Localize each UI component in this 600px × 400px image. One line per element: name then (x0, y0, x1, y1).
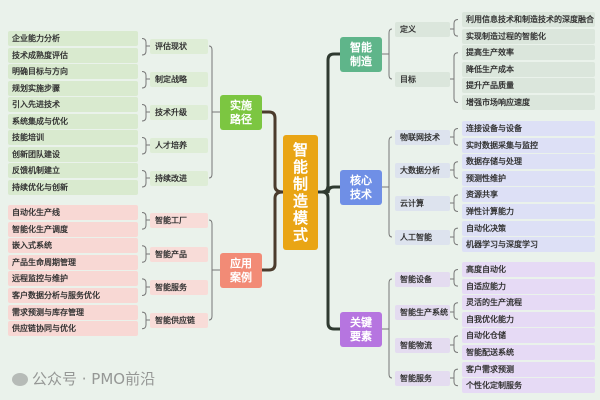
subtopic-node[interactable]: 智能服务 (395, 370, 450, 386)
trunk-connector (318, 52, 340, 194)
bracket-line (141, 38, 147, 56)
leaf-node[interactable]: 数据存储与处理 (462, 154, 595, 170)
bracket-line (453, 19, 459, 37)
bracket-line (453, 368, 459, 387)
leaf-node[interactable]: 自我优化能力 (462, 311, 595, 327)
leaf-node[interactable]: 技术成熟度评估 (8, 47, 138, 63)
bracket-line (141, 104, 147, 122)
bracket-line (388, 136, 393, 238)
subtopic-node[interactable]: 物联网技术 (395, 129, 450, 145)
leaf-node[interactable]: 个性化定制服务 (462, 378, 595, 394)
subtopic-node[interactable]: 制定战略 (150, 71, 208, 87)
leaf-node[interactable]: 反馈机制建立 (8, 163, 138, 178)
bracket-line (141, 245, 147, 263)
leaf-node[interactable]: 自动化仓储 (462, 328, 595, 344)
leaf-node[interactable]: 自动化生产线 (8, 205, 138, 220)
leaf-node[interactable]: 弹性计算能力 (462, 204, 595, 219)
subtopic-node[interactable]: 人工智能 (395, 229, 450, 245)
bracket-line (388, 28, 393, 80)
leaf-node[interactable]: 客户数据分析与服务优化 (8, 288, 138, 303)
bracket-line (453, 194, 459, 212)
bracket-line (141, 137, 147, 155)
bracket-line (141, 71, 147, 89)
subtopic-node[interactable]: 智能产品 (150, 246, 208, 262)
leaf-node[interactable]: 提高生产效率 (462, 45, 595, 61)
branch-node[interactable]: 关键要素 (340, 312, 382, 347)
branch-node[interactable]: 应用案例 (220, 253, 262, 288)
subtopic-node[interactable]: 云计算 (395, 195, 450, 211)
leaf-node[interactable]: 明确目标与方向 (8, 64, 138, 79)
leaf-node[interactable]: 规划实施步骤 (8, 80, 138, 96)
leaf-node[interactable]: 产品生命周期管理 (8, 254, 138, 270)
bracket-line (453, 52, 459, 103)
leaf-node[interactable]: 预测性维护 (462, 170, 595, 186)
leaf-node[interactable]: 资源共享 (462, 187, 595, 203)
subtopic-node[interactable]: 目标 (395, 71, 450, 87)
branch-node[interactable]: 智能制造 (340, 37, 382, 72)
subtopic-node[interactable]: 智能物流 (395, 337, 450, 353)
wechat-icon (12, 373, 28, 386)
leaf-node[interactable]: 嵌入式系统 (8, 238, 138, 254)
leaf-node[interactable]: 技能培训 (8, 130, 138, 145)
leaf-node[interactable]: 智能配送系统 (462, 345, 595, 360)
trunk-connector (262, 190, 284, 272)
trunk-connector (262, 110, 284, 194)
subtopic-node[interactable]: 持续改进 (150, 170, 208, 186)
leaf-node[interactable]: 远程监控与维护 (8, 271, 138, 287)
watermark: 公众号 · PMO前沿 (12, 368, 155, 389)
bracket-line (453, 335, 459, 353)
bracket-line (208, 45, 213, 179)
bracket-line (453, 161, 459, 179)
leaf-node[interactable]: 连接设备与设备 (462, 121, 595, 136)
leaf-node[interactable]: 需求预测与库存管理 (8, 304, 138, 320)
subtopic-node[interactable]: 智能生产系统 (395, 304, 450, 320)
bracket-line (453, 128, 459, 146)
subtopic-node[interactable]: 评估现状 (150, 38, 208, 54)
bracket-line (388, 278, 393, 379)
bracket-line (141, 311, 147, 330)
leaf-node[interactable]: 增强市场响应速度 (462, 95, 595, 110)
subtopic-node[interactable]: 智能服务 (150, 279, 208, 295)
leaf-node[interactable]: 降低生产成本 (462, 61, 595, 77)
bracket-line (208, 219, 213, 321)
subtopic-node[interactable]: 智能工厂 (150, 212, 208, 228)
bracket-line (453, 227, 459, 246)
bracket-line (453, 302, 459, 320)
leaf-node[interactable]: 自适应能力 (462, 278, 595, 294)
subtopic-node[interactable]: 大数据分析 (395, 162, 450, 178)
leaf-node[interactable]: 系统集成与优化 (8, 113, 138, 129)
bracket-line (141, 212, 147, 230)
leaf-node[interactable]: 实时数据采集与监控 (462, 137, 595, 153)
leaf-node[interactable]: 实现制造过程的智能化 (462, 28, 595, 44)
branch-node[interactable]: 核心技术 (340, 170, 382, 205)
leaf-node[interactable]: 机器学习与深度学习 (462, 237, 595, 253)
subtopic-node[interactable]: 智能供应链 (150, 312, 208, 328)
subtopic-node[interactable]: 技术升级 (150, 104, 208, 120)
trunk-connector (318, 190, 340, 331)
leaf-node[interactable]: 供应链协同与优化 (8, 321, 138, 337)
leaf-node[interactable]: 智能化生产调度 (8, 221, 138, 237)
center-node[interactable]: 智能制造模式 (283, 135, 318, 250)
subtopic-node[interactable]: 定义 (395, 21, 450, 37)
leaf-node[interactable]: 引入先进技术 (8, 97, 138, 112)
leaf-node[interactable]: 灵活的生产流程 (462, 295, 595, 311)
watermark-text: 公众号 · PMO前沿 (32, 370, 156, 388)
leaf-node[interactable]: 创新团队建设 (8, 146, 138, 162)
leaf-node[interactable]: 利用信息技术和制造技术的深度融合 (462, 12, 595, 27)
leaf-node[interactable]: 自动化决策 (462, 220, 595, 236)
branch-node[interactable]: 实施路径 (220, 95, 262, 130)
leaf-node[interactable]: 持续优化与创新 (8, 179, 138, 195)
bracket-line (141, 278, 147, 296)
leaf-node[interactable]: 高度自动化 (462, 262, 595, 277)
subtopic-node[interactable]: 人才培养 (150, 137, 208, 153)
bracket-line (453, 269, 459, 287)
bracket-line (141, 170, 147, 188)
leaf-node[interactable]: 提升产品质量 (462, 78, 595, 94)
leaf-node[interactable]: 客户需求预测 (462, 361, 595, 377)
leaf-node[interactable]: 企业能力分析 (8, 31, 138, 46)
subtopic-node[interactable]: 智能设备 (395, 271, 450, 287)
